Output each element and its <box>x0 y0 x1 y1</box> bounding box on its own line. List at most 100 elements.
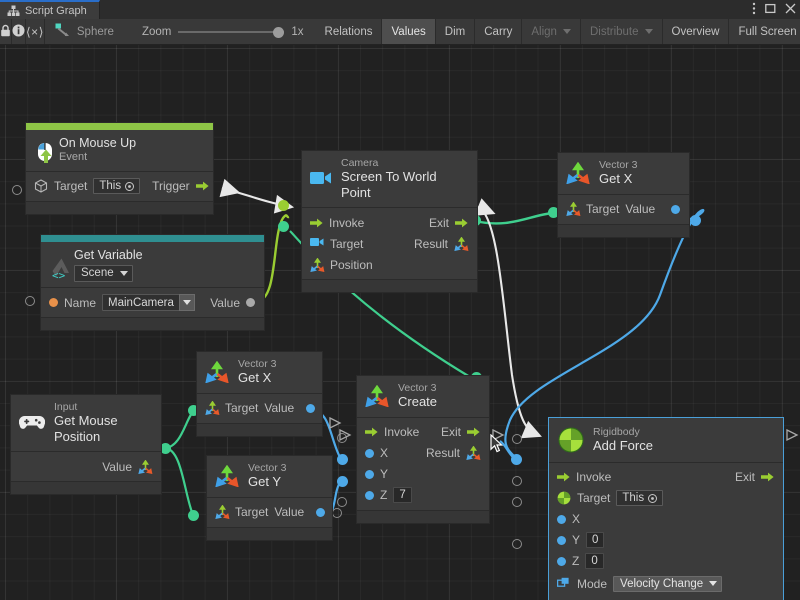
node-vector3-get-y-left[interactable]: Vector 3 Get Y Target Value <box>206 455 333 541</box>
y-value-input[interactable]: 0 <box>586 532 605 549</box>
node-rigidbody-add-force[interactable]: Rigidbody Add Force Invoke Exit <box>548 417 784 600</box>
row-z: Z 0 <box>549 551 783 572</box>
port-ring-getvariable-name[interactable] <box>25 296 35 306</box>
z-value-input[interactable]: 7 <box>393 487 412 504</box>
port-dot-value-out[interactable] <box>671 204 680 214</box>
camera-port-icon <box>310 237 324 251</box>
close-icon[interactable] <box>785 3 796 17</box>
vector3-icon <box>466 445 481 461</box>
target-value-chip[interactable]: This <box>616 490 664 507</box>
port-ring-addforce-y[interactable] <box>512 476 522 486</box>
zoom-knob[interactable] <box>273 26 285 38</box>
node-vector3-create[interactable]: Vector 3 Create Invoke Exit <box>356 375 490 524</box>
port-dot-getx-top-target-in[interactable] <box>548 207 559 218</box>
port-dot-input-value-out[interactable] <box>160 443 171 454</box>
flow-arrow-icon <box>365 427 378 437</box>
code-view-button[interactable]: ⟨×⟩ <box>26 19 45 44</box>
lock-button[interactable] <box>0 19 12 44</box>
window-titlebar: Script Graph <box>0 0 800 19</box>
port-dot-getx-left-target-in[interactable] <box>188 405 199 416</box>
port-ring-create-invoke[interactable] <box>337 433 347 443</box>
node-header: <> Get Variable Scene <box>41 242 264 287</box>
port-dot-getx-top-value-out[interactable] <box>690 215 701 226</box>
kebab-menu-icon[interactable] <box>752 2 756 18</box>
port-dot-x[interactable] <box>557 514 566 524</box>
node-vector3-get-x-left[interactable]: Vector 3 Get X Target Value <box>196 351 323 437</box>
port-ring-addforce-target[interactable] <box>512 434 522 444</box>
name-value-field[interactable]: MainCamera <box>102 294 195 312</box>
z-value-input[interactable]: 0 <box>585 553 604 570</box>
node-on-mouse-up[interactable]: On Mouse Up Event Target This Trigger <box>25 122 214 215</box>
node-get-variable[interactable]: <> Get Variable Scene Name MainCamera <box>40 234 265 332</box>
port-dot-create-x-in[interactable] <box>337 454 348 465</box>
node-vector3-get-x-top[interactable]: Vector 3 Get X Target Value <box>557 152 690 238</box>
toolbar-button-distribute[interactable]: Distribute <box>580 19 663 44</box>
toolbar-button-align[interactable]: Align <box>522 19 581 44</box>
port-dot-y[interactable] <box>365 469 374 479</box>
node-title: Event <box>59 150 88 163</box>
name-dropdown-button[interactable] <box>178 294 195 312</box>
info-icon <box>12 24 25 40</box>
picker-icon <box>125 181 135 191</box>
node-get-mouse-position[interactable]: Input Get Mouse Position Value <box>10 394 162 496</box>
node-header-text: Vector 3 Get X <box>599 159 638 187</box>
port-dot-value-out[interactable] <box>246 298 255 308</box>
port-ring-addforce-z[interactable] <box>512 497 522 507</box>
toolbar-button-dim[interactable]: Dim <box>435 19 476 44</box>
row-position: Position <box>302 254 477 275</box>
row-target-value: Target Value <box>558 199 689 220</box>
tab-script-graph[interactable]: Script Graph <box>0 0 100 19</box>
target-value-chip[interactable]: This <box>93 178 141 195</box>
result-label: Result <box>425 446 460 461</box>
maximize-icon[interactable] <box>765 3 776 17</box>
port-dot-camera-target-in[interactable] <box>278 200 289 211</box>
port-ring-create-z[interactable] <box>337 497 347 507</box>
node-subtitle: Camera <box>341 157 379 169</box>
graph-target-field[interactable]: Sphere <box>45 19 130 44</box>
port-dot-x[interactable] <box>365 448 374 458</box>
name-label: Name <box>64 295 97 310</box>
toolbar-button-overview[interactable]: Overview <box>662 19 730 44</box>
toolbar-button-full-screen[interactable]: Full Screen <box>729 19 800 44</box>
target-label: Target <box>586 202 620 217</box>
port-dot-camera-position-in[interactable] <box>278 221 289 232</box>
port-dot-z[interactable] <box>365 490 374 500</box>
port-ring-gety-left-extra[interactable] <box>332 508 342 518</box>
port-ring-event-target[interactable] <box>12 185 22 195</box>
node-body: Value <box>11 451 161 481</box>
port-dot-create-y-in[interactable] <box>337 476 348 487</box>
toolbar-button-relations[interactable]: Relations <box>315 19 383 44</box>
node-title: Get Mouse Position <box>54 413 118 444</box>
node-footer <box>197 422 322 436</box>
lock-icon <box>0 24 11 40</box>
toolbar-button-carry[interactable]: Carry <box>475 19 523 44</box>
port-dot-z[interactable] <box>557 556 566 566</box>
value-label: Value <box>274 505 305 520</box>
scope-dropdown[interactable]: Scene <box>74 264 133 283</box>
node-screen-to-world-point[interactable]: Camera Screen To World Point Invoke Exit <box>301 150 478 294</box>
vector3-icon <box>215 504 230 520</box>
target-value: This <box>622 492 645 505</box>
mode-dropdown[interactable]: Velocity Change <box>613 575 723 592</box>
node-header-text: Vector 3 Create <box>398 382 437 410</box>
gamepad-icon <box>18 414 46 432</box>
node-header-text: On Mouse Up Event <box>59 136 136 164</box>
port-dot-value-out[interactable] <box>306 403 316 413</box>
zoom-control[interactable]: Zoom 1x <box>130 19 316 44</box>
info-button[interactable] <box>12 19 26 44</box>
node-header-text: Camera Screen To World Point <box>341 157 468 200</box>
graph-canvas[interactable]: On Mouse Up Event Target This Trigger <box>0 45 800 600</box>
port-dot-y[interactable] <box>557 535 566 545</box>
target-label: Target <box>330 236 364 251</box>
vector3-icon <box>566 161 590 185</box>
zoom-slider[interactable] <box>178 26 285 38</box>
row-invoke-exit: Invoke Exit <box>302 212 477 233</box>
chevron-down-icon <box>182 300 191 306</box>
port-dot-value-out[interactable] <box>316 507 326 517</box>
port-ring-addforce-mode[interactable] <box>512 539 522 549</box>
port-dot-name[interactable] <box>49 298 58 308</box>
toolbar-button-values[interactable]: Values <box>382 19 436 44</box>
port-dot-gety-left-target-in[interactable] <box>188 510 199 521</box>
port-dot-addforce-x-in[interactable] <box>511 454 522 465</box>
value-label: Value <box>210 295 240 310</box>
